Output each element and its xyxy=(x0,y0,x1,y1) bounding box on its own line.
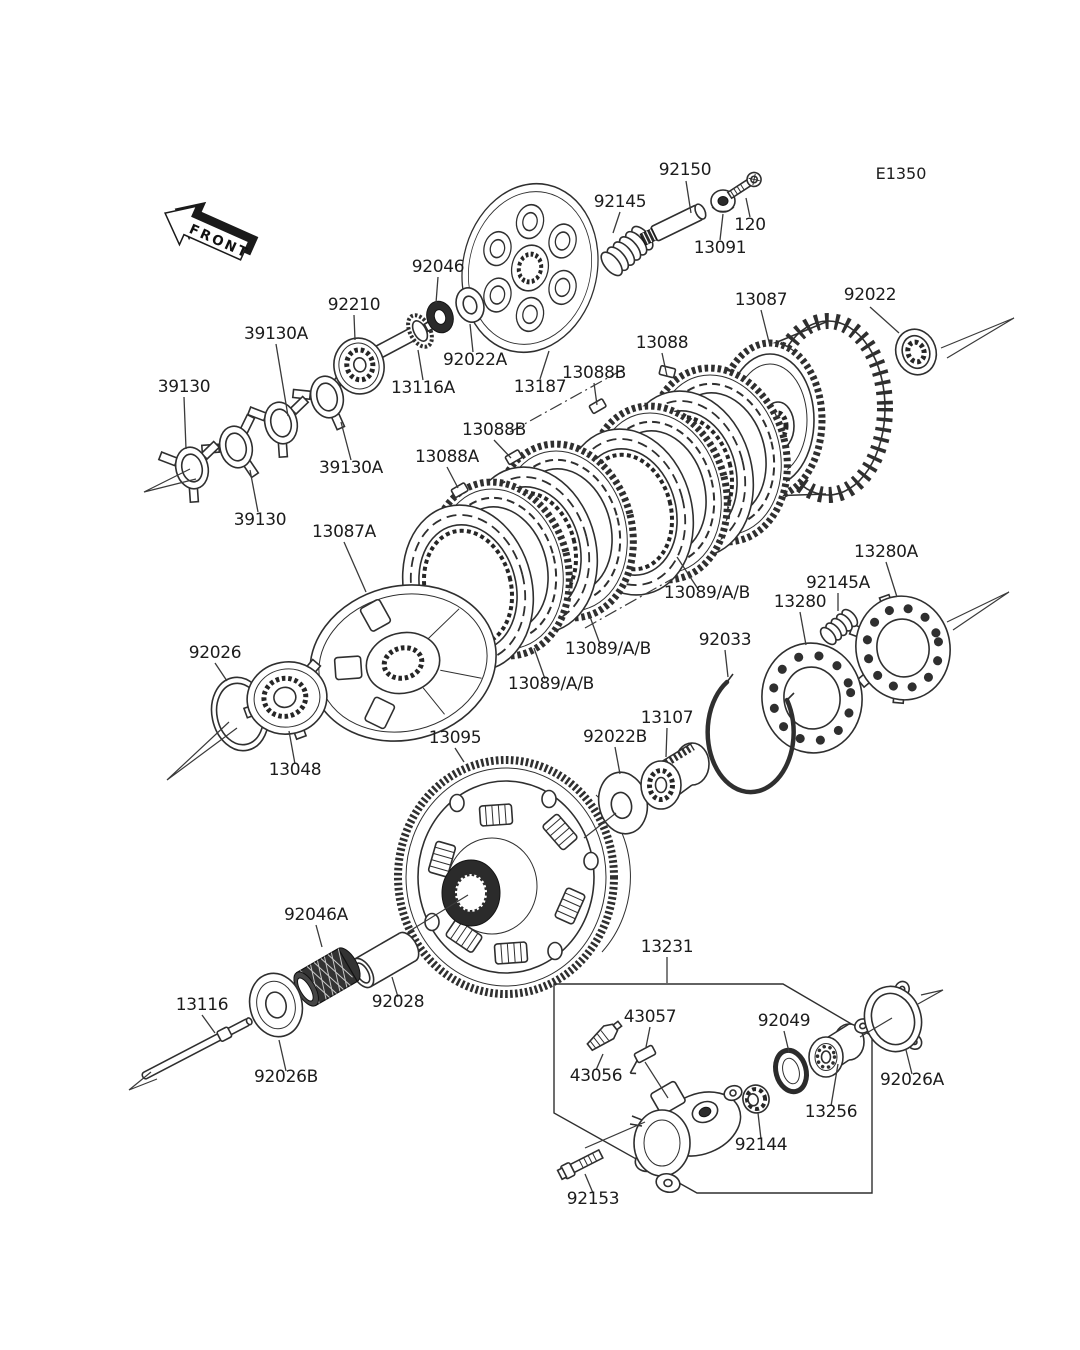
callout-39130A-2: 39130A xyxy=(319,458,384,478)
callout-120: 120 xyxy=(734,215,766,235)
callout-92144: 92144 xyxy=(735,1135,788,1155)
callout-39130A-1: 39130A xyxy=(244,324,309,344)
front-arrow: FRONT xyxy=(163,201,259,262)
callout-92033: 92033 xyxy=(699,630,752,650)
part-43057-clip xyxy=(629,1044,657,1075)
part-92022-bearing xyxy=(894,328,938,376)
part-13187-pressure-plate xyxy=(461,182,599,354)
direction-arrows xyxy=(128,317,1015,1091)
callout-13089-left: 13089/A/B xyxy=(508,674,594,694)
part-13280-plate xyxy=(761,642,863,754)
callout-13091: 13091 xyxy=(694,238,747,258)
callout-13107: 13107 xyxy=(641,708,694,728)
callout-13088: 13088 xyxy=(636,333,689,353)
part-13116-push-rod xyxy=(141,1017,253,1080)
callout-92046A: 92046A xyxy=(284,905,349,925)
part-39130-judder-springs xyxy=(157,366,352,504)
callout-92046: 92046 xyxy=(412,257,465,277)
callout-92153: 92153 xyxy=(567,1189,620,1209)
part-13280A-plate xyxy=(848,593,951,705)
part-92022A-washer xyxy=(455,287,485,323)
part-92144-spring xyxy=(742,1084,770,1114)
part-92150-rod xyxy=(639,203,707,246)
page-code: E1350 xyxy=(876,164,927,183)
callout-39130-1: 39130 xyxy=(158,377,211,397)
part-13231-assembly-box xyxy=(553,983,873,1194)
callout-13116: 13116 xyxy=(176,995,229,1015)
callout-13048: 13048 xyxy=(269,760,322,780)
part-92026A-gasket xyxy=(854,980,923,1053)
callout-13087: 13087 xyxy=(735,290,788,310)
callout-92145A: 92145A xyxy=(806,573,871,593)
callout-92026: 92026 xyxy=(189,643,242,663)
part-92028-sleeve xyxy=(350,931,420,989)
callout-92022B: 92022B xyxy=(583,727,647,747)
part-92046-oring xyxy=(426,300,454,334)
part-92145A-spring xyxy=(819,608,859,646)
callout-13087A: 13087A xyxy=(312,522,377,542)
callout-43056: 43056 xyxy=(570,1066,623,1086)
callout-39130-2: 39130 xyxy=(234,510,287,530)
part-92033-snap-ring xyxy=(705,673,796,795)
part-13048-collar xyxy=(242,658,328,741)
callout-labels: E1350 92150 92145 13091 120 92046 92210 … xyxy=(158,160,945,1209)
part-92049-oil-seal xyxy=(773,1047,809,1095)
callout-92145: 92145 xyxy=(594,192,647,212)
callout-13089-right: 13089/A/B xyxy=(664,583,750,603)
part-13256-bearing xyxy=(808,1023,865,1078)
callout-13280A: 13280A xyxy=(854,542,919,562)
callout-13088B-2: 13088B xyxy=(462,420,526,440)
part-92026B-washer xyxy=(248,972,304,1038)
part-clutch-release-body xyxy=(629,1080,743,1194)
callout-13280: 13280 xyxy=(774,592,827,612)
callout-92022A: 92022A xyxy=(443,350,508,370)
construction-lines xyxy=(407,369,893,1149)
callout-92150: 92150 xyxy=(659,160,712,180)
part-13087A-inner-housing xyxy=(309,584,497,742)
callout-92026A: 92026A xyxy=(880,1070,945,1090)
part-43056-bleed-valve xyxy=(586,1020,623,1052)
callout-13095: 13095 xyxy=(429,728,482,748)
callout-13231: 13231 xyxy=(641,937,694,957)
leader-lines xyxy=(183,180,913,1194)
callout-43057: 43057 xyxy=(624,1007,677,1027)
part-13107-sleeve-hub xyxy=(640,742,710,810)
part-92153-bolt xyxy=(556,1148,604,1181)
callout-92026B: 92026B xyxy=(254,1067,318,1087)
callout-92210: 92210 xyxy=(328,295,381,315)
part-92210-collar xyxy=(333,337,385,395)
callout-13256: 13256 xyxy=(805,1102,858,1122)
callout-13187: 13187 xyxy=(514,377,567,397)
part-120-bolt xyxy=(726,171,762,200)
part-13095-clutch-hub-gear xyxy=(394,756,631,998)
callout-92022: 92022 xyxy=(844,285,897,305)
callout-92028: 92028 xyxy=(372,992,425,1012)
callout-92049: 92049 xyxy=(758,1011,811,1031)
callout-13089-middle: 13089/A/B xyxy=(565,639,651,659)
callout-13116A: 13116A xyxy=(391,378,456,398)
part-92046A-needle-bearing xyxy=(293,947,361,1007)
callout-13088B-1: 13088B xyxy=(562,363,626,383)
callout-13088A: 13088A xyxy=(415,447,480,467)
